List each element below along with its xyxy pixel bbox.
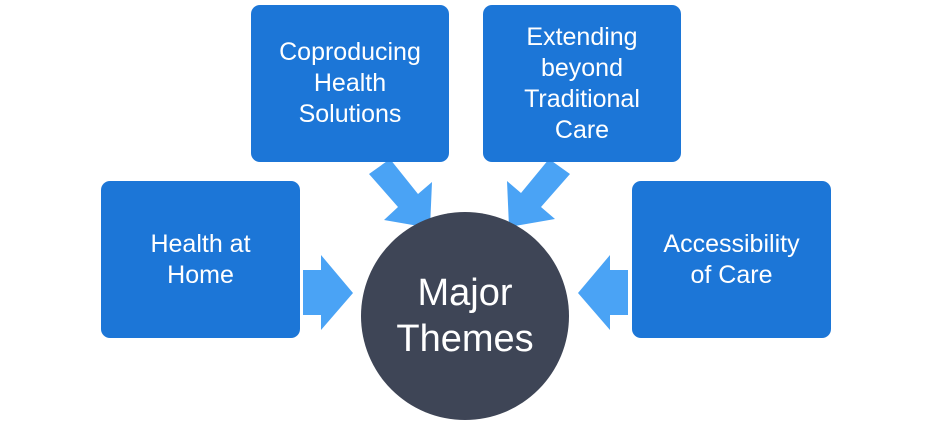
theme-label-extending: Extending beyond Traditional Care bbox=[524, 22, 640, 144]
theme-label-home: Health at Home bbox=[150, 229, 251, 289]
theme-box-accessibility-of-care: Accessibility of Care bbox=[632, 181, 831, 338]
theme-box-extending-beyond-traditional-care: Extending beyond Traditional Care bbox=[483, 5, 681, 162]
theme-label-access: Accessibility of Care bbox=[663, 229, 800, 289]
theme-box-health-at-home: Health at Home bbox=[101, 181, 300, 338]
arrow-access-to-center bbox=[578, 255, 628, 330]
arrow-coproducing-to-center bbox=[369, 159, 432, 228]
center-label: Major Themes bbox=[396, 272, 534, 360]
arrow-home-to-center bbox=[303, 255, 353, 330]
arrow-extending-to-center bbox=[507, 159, 570, 227]
center-circle-major-themes: Major Themes bbox=[361, 212, 569, 420]
theme-label-coproducing: Coproducing Health Solutions bbox=[279, 38, 421, 128]
theme-box-coproducing-health-solutions: Coproducing Health Solutions bbox=[251, 5, 449, 162]
